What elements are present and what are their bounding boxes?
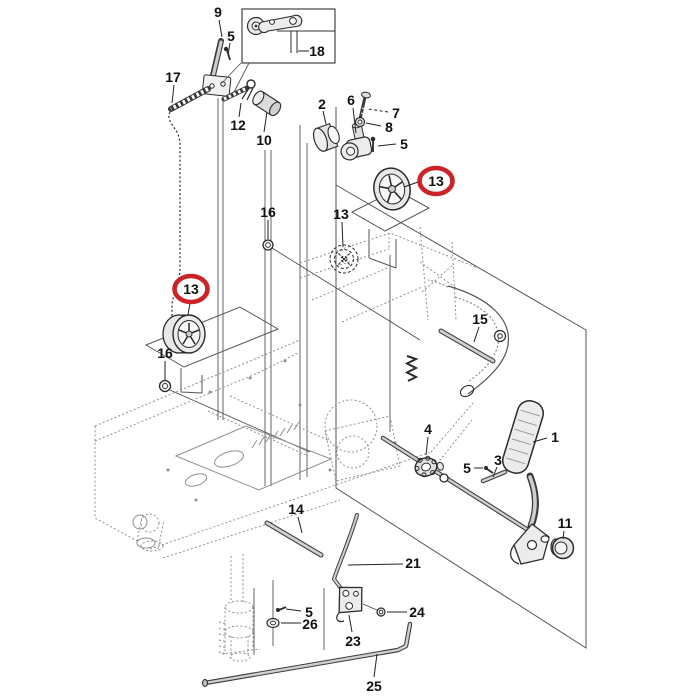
leader-line-13-14: [187, 302, 191, 316]
leader-line-4-17: [425, 436, 429, 456]
leader-line-8-9: [365, 122, 382, 127]
lift-arm: [427, 279, 510, 398]
part-label-14-22[interactable]: 14: [288, 501, 304, 517]
part-label-26-27[interactable]: 26: [302, 616, 318, 632]
part-label-4-17[interactable]: 4: [424, 421, 432, 437]
spring-17: [168, 86, 211, 112]
nut-16-left: [158, 379, 172, 393]
part-label-12-4[interactable]: 12: [230, 117, 246, 133]
part-label-13-11[interactable]: 13: [428, 173, 444, 189]
rod-14: [264, 520, 324, 558]
cylinder-assembly: [218, 554, 261, 662]
screw-5-right: [484, 466, 494, 474]
bushing-10: [252, 90, 282, 117]
highlight-ring-13: [172, 273, 210, 305]
leader-line-5-1: [227, 42, 231, 56]
screw-5-bottom: [276, 606, 287, 612]
reference-lines: [169, 247, 421, 453]
leader-line-21-23: [347, 563, 404, 566]
part-label-15-16[interactable]: 15: [472, 311, 488, 327]
part-label-16-12[interactable]: 16: [260, 204, 276, 220]
part-label-18-2[interactable]: 18: [309, 43, 325, 59]
highlight-ring-13: [417, 165, 455, 197]
pulley-13-right: [373, 167, 411, 211]
leader-line-5-26: [285, 608, 302, 612]
clamp-6: [340, 122, 373, 161]
part-label-17-3[interactable]: 17: [165, 69, 181, 85]
inset-detail-18: [221, 8, 336, 93]
spring-center: [404, 355, 419, 382]
screw-5-mid: [370, 136, 376, 152]
leader-line-7-8: [367, 108, 389, 113]
knob-11: [550, 536, 575, 560]
leader-line-13-11: [403, 181, 419, 188]
handle-1: [501, 400, 550, 565]
rod-21: [332, 513, 359, 596]
nut-16-mid: [262, 239, 274, 251]
leader-line-14-22: [297, 516, 303, 534]
part-label-13-14[interactable]: 13: [183, 281, 199, 297]
leader-line-25-28: [373, 653, 378, 678]
leader-line-1-20: [532, 437, 548, 443]
part-label-10-5[interactable]: 10: [256, 132, 272, 148]
leader-line-9-0: [218, 19, 223, 38]
leader-line-11-21: [562, 530, 565, 540]
nut-24: [376, 607, 386, 617]
part-label-9-0[interactable]: 9: [214, 4, 222, 20]
leader-line-13-13: [341, 221, 344, 248]
part-label-8-9[interactable]: 8: [385, 119, 393, 135]
cam-4: [414, 455, 444, 478]
leader-line-15-16: [473, 326, 480, 343]
nut-8: [354, 116, 366, 128]
part-label-23-25[interactable]: 23: [345, 633, 361, 649]
part-label-5-1[interactable]: 5: [227, 28, 235, 44]
part-label-6-7[interactable]: 6: [347, 92, 355, 108]
frame-rivets: [166, 359, 397, 502]
leader-line-2-6: [322, 110, 327, 125]
part-label-1-20[interactable]: 1: [551, 429, 559, 445]
rod-25: [202, 621, 413, 687]
part-label-13-13[interactable]: 13: [333, 206, 349, 222]
rod-15: [438, 328, 496, 364]
bolt-7: [358, 91, 371, 121]
part-label-25-28[interactable]: 25: [366, 678, 382, 694]
part-label-16-15[interactable]: 16: [157, 345, 173, 361]
pulley-13-left: [162, 314, 206, 354]
part-label-5-18[interactable]: 5: [463, 460, 471, 476]
part-label-24-24[interactable]: 24: [409, 604, 425, 620]
pulley-13-hidden: [329, 244, 359, 274]
leader-line-17-3: [171, 84, 175, 104]
leader-line-23-25: [348, 614, 353, 633]
leader-line-6-7: [352, 107, 357, 134]
belt-guide-lines: [217, 98, 391, 655]
link-rod: [380, 435, 531, 533]
chassis-frame: [94, 226, 479, 662]
left-pulley-plate: [144, 306, 280, 394]
part-label-3-19[interactable]: 3: [494, 452, 502, 468]
bushing-2: [312, 122, 340, 152]
part-label-7-8[interactable]: 7: [392, 105, 400, 121]
backdrop-panel: [335, 107, 587, 649]
part-label-11-21[interactable]: 11: [558, 515, 573, 531]
leader-line-3-19: [492, 466, 498, 478]
leader-line-12-4: [238, 102, 242, 118]
pin-3: [480, 469, 508, 484]
part-label-21-23[interactable]: 21: [405, 555, 421, 571]
bracket-23: [336, 586, 378, 623]
part-label-5-10[interactable]: 5: [400, 136, 408, 152]
leader-line-5-10: [377, 143, 397, 147]
part-label-5-26[interactable]: 5: [305, 604, 313, 620]
leader-line-10-5: [263, 111, 268, 133]
part-label-2-6[interactable]: 2: [318, 96, 326, 112]
spring-clip-12: [221, 79, 256, 102]
washer-26: [266, 617, 280, 629]
